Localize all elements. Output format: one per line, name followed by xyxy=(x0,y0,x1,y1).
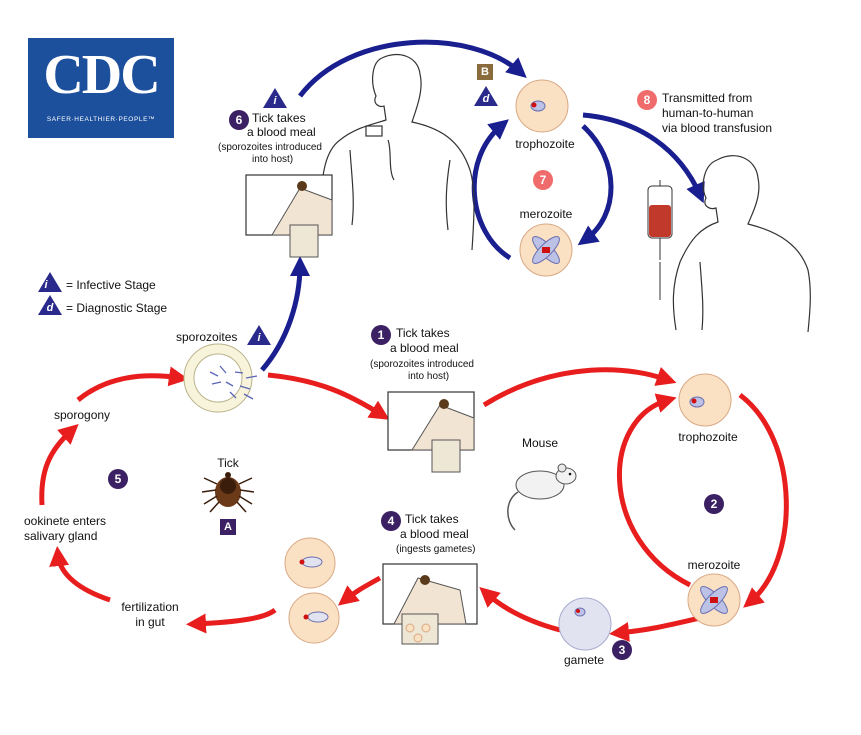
step-1-note2: into host) xyxy=(408,371,450,382)
arrow-to-transfusion xyxy=(582,112,705,204)
tick-panel-step4 xyxy=(382,563,478,645)
step-4-badge: 4 xyxy=(381,511,401,531)
step-6-title2: a blood meal xyxy=(247,125,316,139)
cell-merozoite-human xyxy=(519,223,573,277)
arrow-sporozoites-to-step1 xyxy=(267,372,390,420)
arrow-gamete-to-step4 xyxy=(479,587,561,633)
step-8-badge: 8 xyxy=(637,90,657,110)
arrow-ookinete-to-sporogony xyxy=(39,423,79,506)
cell-trophozoite-mouse xyxy=(678,373,732,427)
sporozoites-gland xyxy=(183,343,258,413)
arrow-step4-to-gut xyxy=(337,575,382,606)
step-4-title: Tick takes xyxy=(405,512,459,526)
marker-diagnostic-human: d xyxy=(482,93,490,105)
arrow-gut-to-fertilization xyxy=(186,607,277,634)
label-fertilization-1: fertilization xyxy=(121,600,179,614)
legend-diagnostic-label: = Diagnostic Stage xyxy=(66,301,168,315)
label-fertilization-2: in gut xyxy=(135,615,165,629)
step-1-title2: a blood meal xyxy=(390,341,459,355)
label-merozoite-mouse: merozoite xyxy=(687,558,741,572)
cell-gut-upper xyxy=(284,537,336,589)
step-2-badge: 2 xyxy=(704,494,724,514)
step-1-note: (sporozoites introduced xyxy=(370,359,474,370)
label-ookinete-1: ookinete enters xyxy=(24,514,107,528)
label-trophozoite-mouse: trophozoite xyxy=(678,430,738,444)
legend-diagnostic-symbol: d xyxy=(46,302,54,314)
tick-mouse-cycle-arrows xyxy=(39,366,789,642)
arrow-trophozoite-to-merozoite xyxy=(577,124,614,246)
step-6-badge: 6 xyxy=(229,110,249,130)
legend-triangles xyxy=(38,272,62,315)
step-6-note: (sporozoites introduced xyxy=(218,142,322,153)
step-4-title2: a blood meal xyxy=(400,527,469,541)
label-trophozoite-human: trophozoite xyxy=(515,137,575,151)
tick-panel-step6 xyxy=(245,174,333,258)
label-gamete: gamete xyxy=(563,653,605,667)
marker-triangles xyxy=(247,86,498,345)
step-7-badge: 7 xyxy=(533,170,553,190)
step-5-badge: 5 xyxy=(108,469,128,489)
legend-infective-symbol: i xyxy=(44,279,48,291)
step-8-line1: Transmitted from xyxy=(662,91,753,105)
step-8-line2: human-to-human xyxy=(662,106,754,120)
human-figure-upper xyxy=(321,53,475,251)
human-cycle-arrows xyxy=(260,39,705,372)
arrow-fertilization-to-ookinete xyxy=(49,546,111,603)
arrow-sporogony-to-sporozoites xyxy=(76,366,189,402)
label-mouse: Mouse xyxy=(521,436,559,450)
step-1-badge: 1 xyxy=(371,325,391,345)
label-ookinete-2: salivary gland xyxy=(24,529,98,543)
mouse-illustration xyxy=(507,463,577,531)
marker-A: A xyxy=(220,519,236,535)
tick-illustration xyxy=(201,472,255,513)
human-figure-right xyxy=(672,155,811,333)
step-6-note2: into host) xyxy=(252,154,294,165)
arrow-trophozoite-to-merozoite-mouse xyxy=(738,393,789,608)
label-sporozoites: sporozoites xyxy=(176,330,238,344)
marker-B: B xyxy=(477,64,493,80)
step-1-title: Tick takes xyxy=(396,326,450,340)
label-merozoite-human: merozoite xyxy=(519,207,573,221)
cell-gamete xyxy=(558,597,612,651)
step-6-title: Tick takes xyxy=(252,111,306,125)
step-3-badge: 3 xyxy=(612,640,632,660)
iv-bag xyxy=(647,180,673,300)
step-8-line3: via blood transfusion xyxy=(662,121,773,135)
marker-infective-step6: i xyxy=(273,95,277,107)
label-sporogony: sporogony xyxy=(54,408,111,422)
step-4-note: (ingests gametes) xyxy=(396,544,476,555)
arrow-step6-to-trophozoite xyxy=(298,39,527,98)
arrow-step1-to-trophozoite xyxy=(482,366,677,408)
legend-infective-label: = Infective Stage xyxy=(66,278,156,292)
arrow-tick-to-sporozoites-human xyxy=(260,256,310,372)
cell-trophozoite-human xyxy=(515,79,569,133)
label-tick: Tick xyxy=(217,456,239,470)
cell-gut-lower xyxy=(288,592,340,644)
marker-infective-sporozoites: i xyxy=(257,332,261,344)
cdc-logo: CDC SAFER·HEALTHIER·PEOPLE™ xyxy=(28,38,174,138)
tick-panel-step1 xyxy=(387,391,475,473)
arrow-merozoite-to-gamete xyxy=(609,615,701,642)
arrow-merozoite-to-trophozoite xyxy=(471,119,512,261)
cell-merozoite-mouse xyxy=(687,573,741,627)
arrow-merozoite-to-trophozoite-mouse xyxy=(617,393,692,588)
